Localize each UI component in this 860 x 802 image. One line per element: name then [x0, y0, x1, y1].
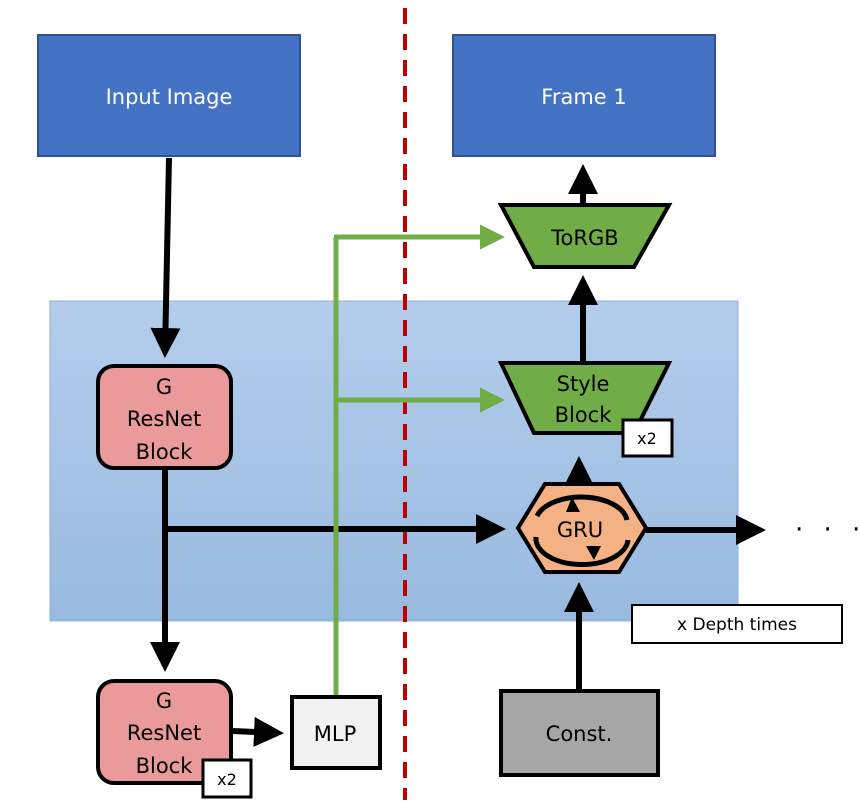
mlp-label: MLP	[314, 722, 356, 746]
gru-cycle-arrowhead-bottom	[586, 546, 601, 560]
g-resnet-bottom-line3: Block	[136, 754, 194, 778]
gru-block: GRU	[515, 482, 649, 574]
g-resnet-bottom-line1: G	[156, 689, 172, 713]
depth-note: x Depth times	[631, 604, 843, 644]
g-resnet-top-line3: Block	[136, 440, 194, 464]
g-resnet-block-top: G ResNet Block	[96, 364, 233, 470]
input-image-label: Input Image	[106, 85, 233, 109]
g-resnet-bottom-line2: ResNet	[127, 721, 201, 745]
gru-cycle-arrowhead-top	[566, 497, 580, 512]
style-block-repeat-badge: x2	[621, 418, 674, 458]
g-resnet-block-bottom: G ResNet Block	[96, 679, 233, 785]
arrow-input-to-resnet	[150, 157, 181, 358]
style-block-label-line2: Block	[555, 403, 613, 427]
resnet-bottom-repeat-text: x2	[217, 770, 237, 789]
continuation-dots: · · ·	[795, 515, 860, 545]
input-image-box: Input Image	[37, 34, 301, 157]
frame-1-box: Frame 1	[452, 34, 716, 157]
depth-note-text: x Depth times	[677, 615, 797, 635]
gru-cycle-icon	[534, 494, 630, 521]
gru-label: GRU	[557, 518, 603, 542]
const-box: Const.	[499, 689, 660, 777]
frame-1-label: Frame 1	[541, 85, 626, 109]
g-resnet-top-line2: ResNet	[127, 407, 201, 431]
torgb-block: ToRGB	[497, 203, 673, 269]
torgb-label: ToRGB	[550, 226, 618, 250]
resnet-bottom-repeat-badge: x2	[201, 758, 253, 799]
style-block-repeat-text: x2	[637, 429, 657, 448]
style-block-label-line1: Style	[557, 372, 610, 396]
const-label: Const.	[546, 722, 613, 746]
mlp-box: MLP	[290, 695, 382, 770]
arrow-resnet-to-mlp	[232, 716, 284, 747]
g-resnet-top-line1: G	[156, 375, 172, 399]
style-block: Style Block	[497, 361, 673, 435]
gru-cycle-icon-lower	[533, 536, 631, 567]
